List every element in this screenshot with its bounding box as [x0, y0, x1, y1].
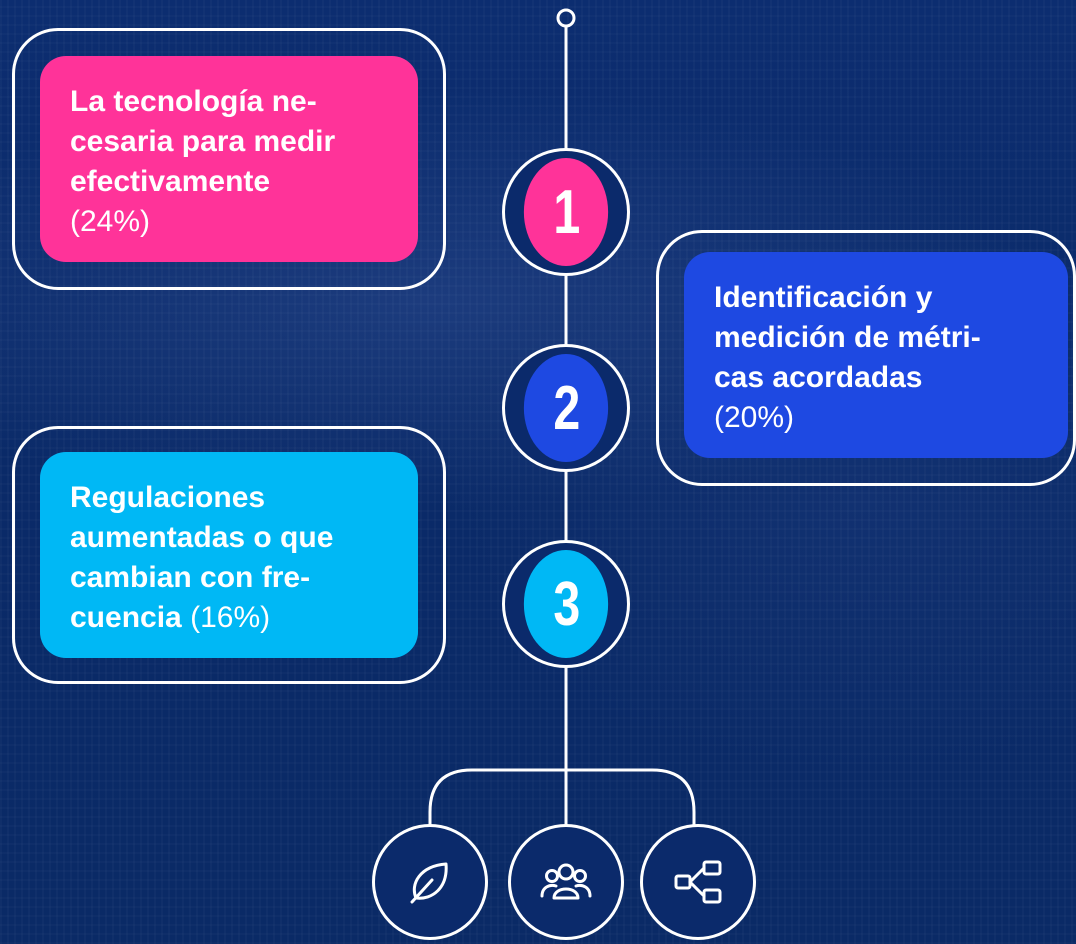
- card-2-percent: (20%): [714, 401, 795, 434]
- step-3-number: 3: [523, 550, 609, 658]
- card-1: La tecnología ne- cesaria para medir efe…: [40, 56, 418, 262]
- card-2-outline: [656, 230, 1076, 486]
- card-1-line-3: efectivamente: [70, 165, 271, 198]
- step-2-number: 2: [523, 354, 609, 462]
- branch-line: [428, 768, 696, 836]
- card-3-line-1: Regulaciones: [70, 481, 266, 514]
- step-3-circle: 3: [502, 540, 630, 668]
- card-3-percent: (16%): [190, 601, 271, 634]
- card-2-line-1: Identificación y: [714, 281, 933, 314]
- card-3-line-3: cambian con fre-: [70, 561, 311, 594]
- people-icon: [508, 824, 624, 940]
- card-2-line-2: medición de métri-: [714, 321, 981, 354]
- top-node: [556, 8, 576, 28]
- card-3-line-4: cuencia: [70, 601, 182, 634]
- card-1-percent: (24%): [70, 205, 151, 238]
- share-network-icon: [640, 824, 756, 940]
- card-1-line-2: cesaria para medir: [70, 125, 336, 158]
- card-1-outline: [12, 28, 446, 290]
- card-2: Identificación y medición de métri- cas …: [684, 252, 1068, 458]
- card-2-line-3: cas acordadas: [714, 361, 923, 394]
- step-1-number: 1: [523, 158, 609, 266]
- card-3: Regulaciones aumentadas o que cambian co…: [40, 452, 418, 658]
- step-2-circle: 2: [502, 344, 630, 472]
- card-3-line-2: aumentadas o que: [70, 521, 334, 554]
- card-3-outline: [12, 426, 446, 684]
- card-1-line-1: La tecnología ne-: [70, 85, 317, 118]
- step-1-circle: 1: [502, 148, 630, 276]
- leaf-icon: [372, 824, 488, 940]
